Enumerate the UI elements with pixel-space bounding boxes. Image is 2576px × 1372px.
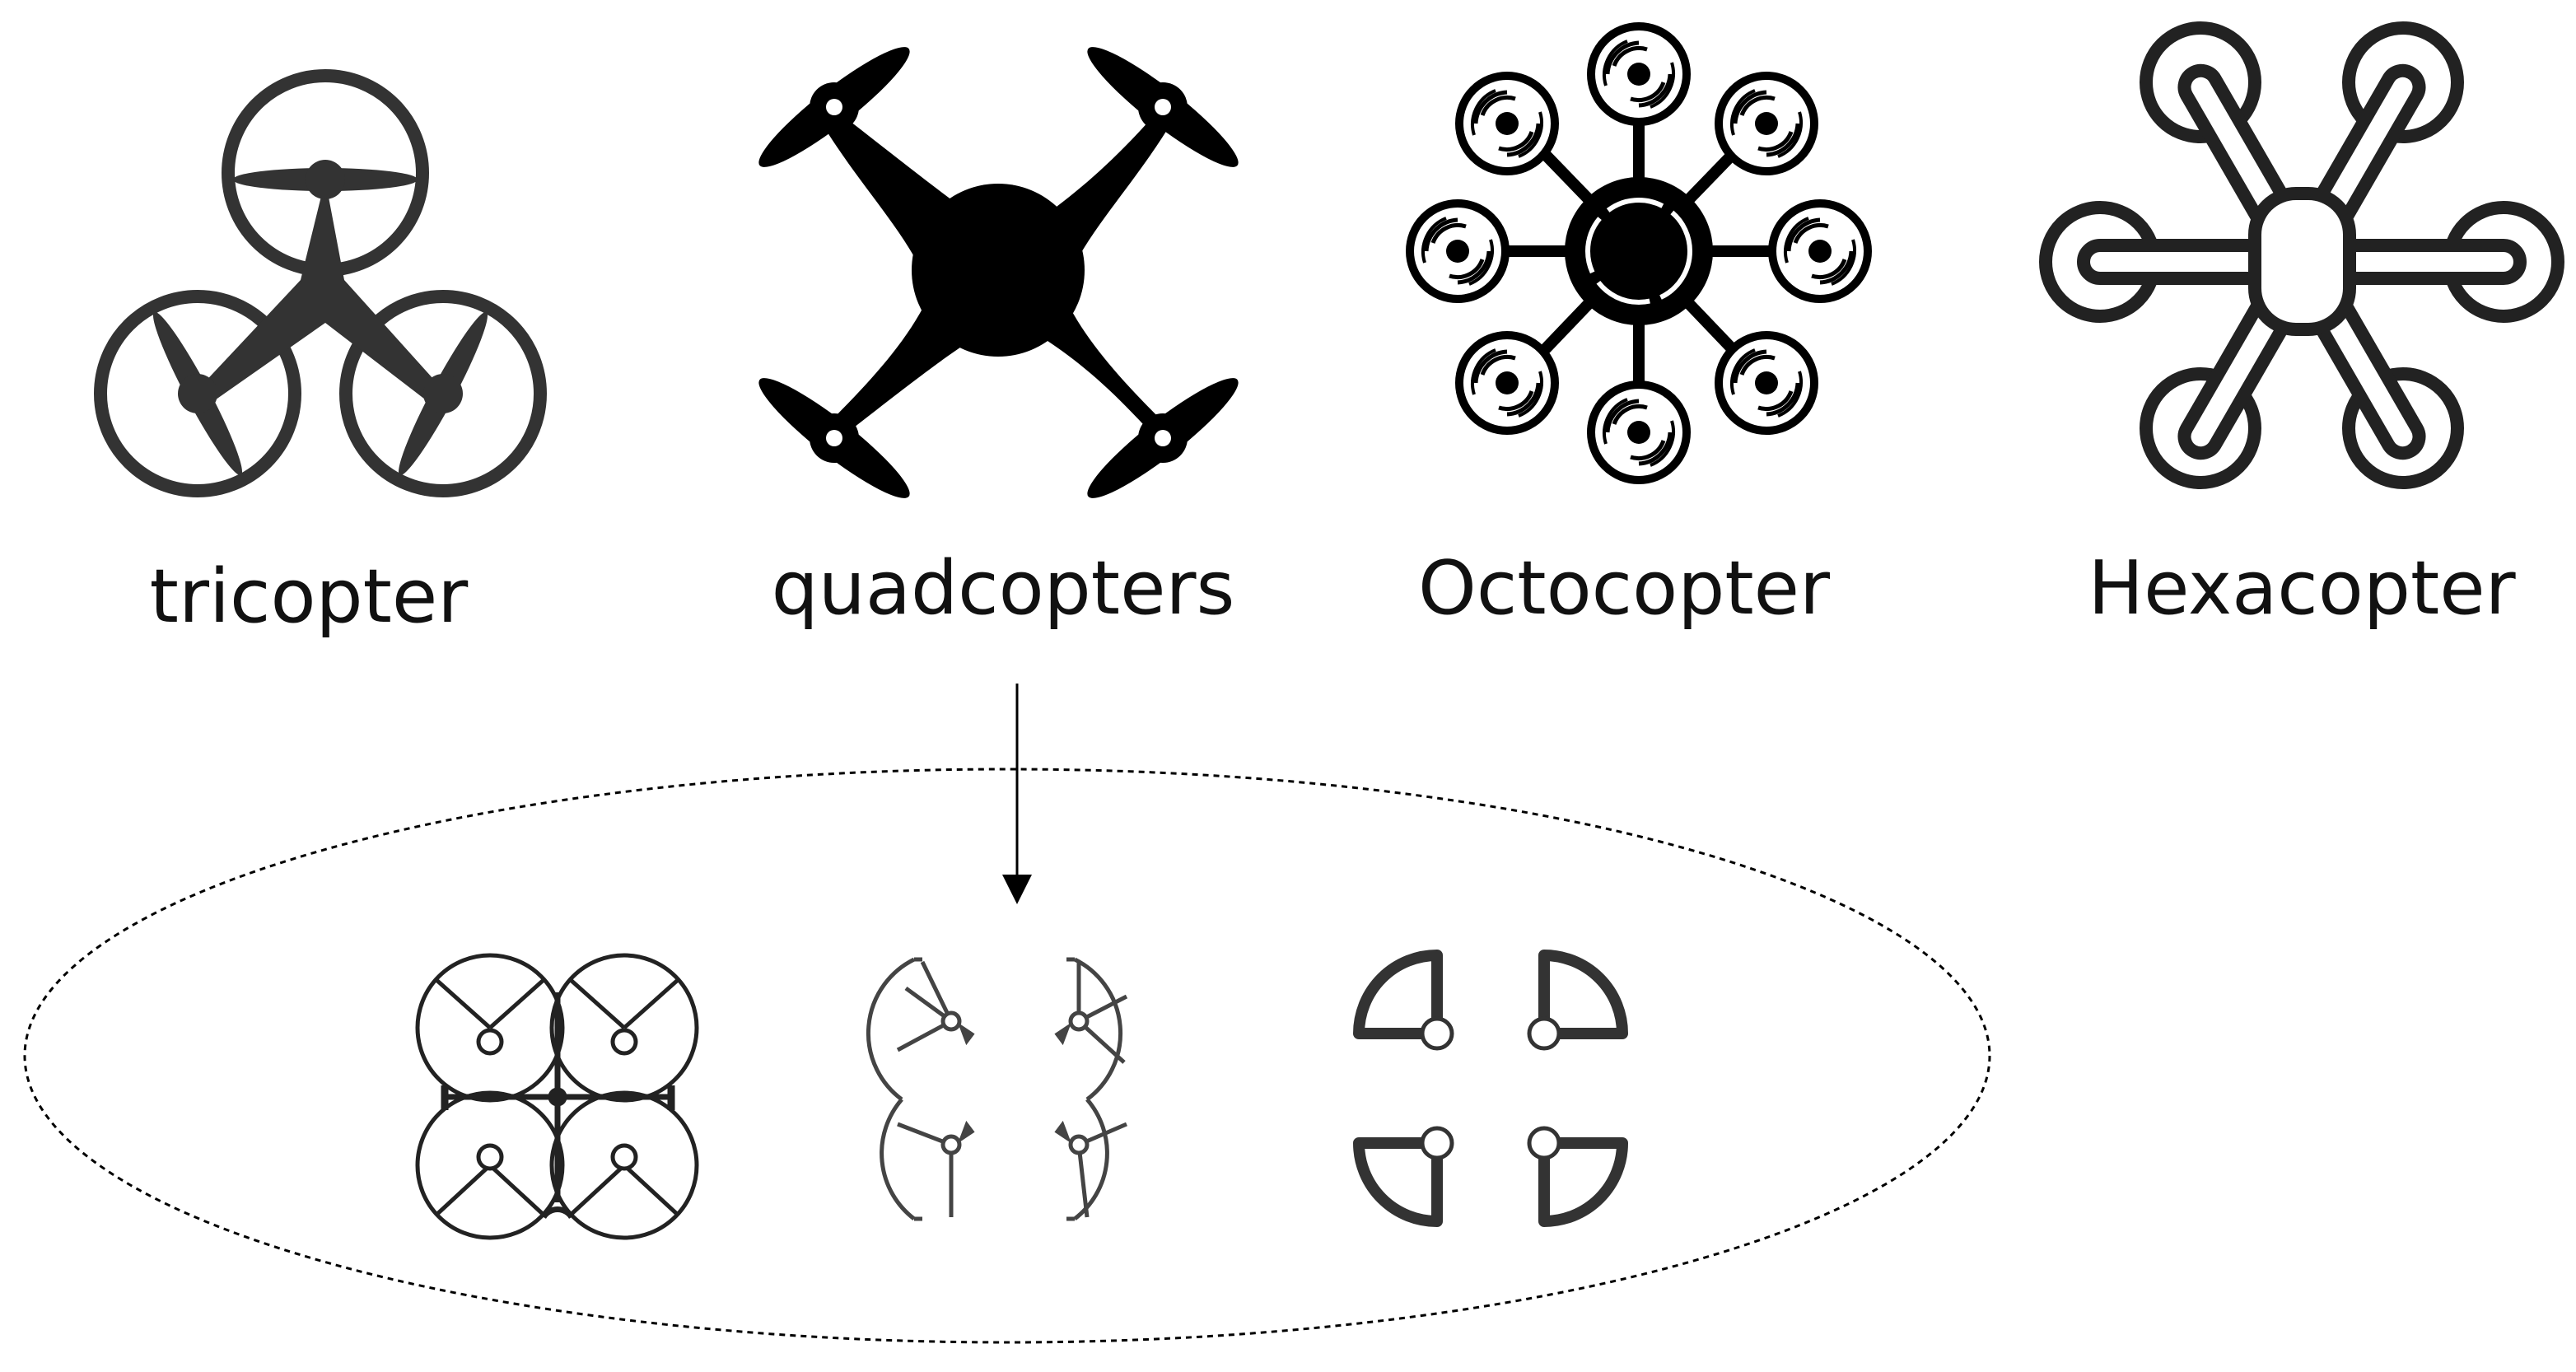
hexacopter-label: Hexacopter — [2088, 545, 2515, 632]
propeller-guard-group — [23, 768, 1991, 1344]
hexacopter-icon — [2046, 28, 2558, 483]
full-cage-guard-icon — [415, 953, 699, 1240]
tricopter-label: tricopter — [150, 553, 469, 640]
arc-guard-icon — [866, 957, 1128, 1221]
tricopter-icon — [94, 69, 547, 497]
quadcopter-label: quadcopters — [772, 545, 1235, 632]
quarter-guard-icon — [1359, 955, 1622, 1221]
octocopter-icon — [1410, 26, 1868, 480]
quadcopter-icon — [748, 34, 1249, 511]
octocopter-label: Octocopter — [1418, 545, 1830, 632]
